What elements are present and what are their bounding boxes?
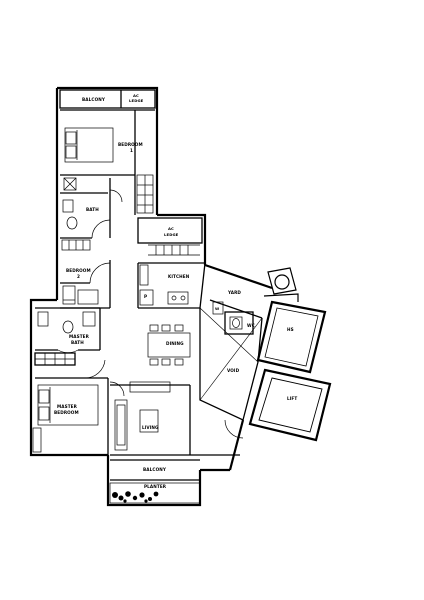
- label-pantry-mark: P: [144, 294, 148, 299]
- label-balcony-bottom: BALCONY: [143, 467, 166, 472]
- label-bath: BATH: [86, 207, 99, 212]
- outer-walls: [29, 86, 273, 507]
- fixtures: [32, 127, 244, 504]
- label-ac-ledge-mid-1: AC: [168, 226, 174, 231]
- interior-walls: [34, 89, 263, 481]
- label-wc: WC: [247, 323, 255, 328]
- label-ac-ledge-top-2: LEDGE: [129, 98, 144, 103]
- label-washer: W: [215, 306, 220, 311]
- label-master-bedroom-2: BEDROOM: [54, 410, 79, 415]
- planter-shrubs: [112, 491, 159, 503]
- label-hs: HS: [287, 327, 294, 332]
- label-planter: PLANTER: [144, 484, 167, 489]
- label-bedroom-1: BEDROOM: [118, 142, 143, 147]
- label-bedroom-1-number: 1: [130, 148, 134, 153]
- label-bedroom-2-number: 2: [77, 274, 81, 279]
- hs-room: [256, 300, 327, 374]
- lift-core: [248, 368, 332, 442]
- label-kitchen: KITCHEN: [168, 274, 190, 279]
- label-living: LIVING: [142, 425, 159, 430]
- label-void: VOID: [227, 368, 240, 373]
- label-master-bedroom-1: MASTER: [57, 404, 77, 409]
- label-balcony-top: BALCONY: [82, 97, 105, 102]
- label-master-bath-2: BATH: [71, 340, 84, 345]
- label-yard: YARD: [228, 290, 241, 295]
- label-bedroom-2: BEDROOM: [66, 268, 91, 273]
- label-dining: DINING: [166, 341, 184, 346]
- service-shaft: [263, 267, 299, 302]
- label-ac-ledge-top-1: AC: [133, 93, 139, 98]
- label-ac-ledge-mid-2: LEDGE: [164, 232, 179, 237]
- label-master-bath-1: MASTER: [69, 334, 89, 339]
- label-lift: LIFT: [287, 396, 298, 401]
